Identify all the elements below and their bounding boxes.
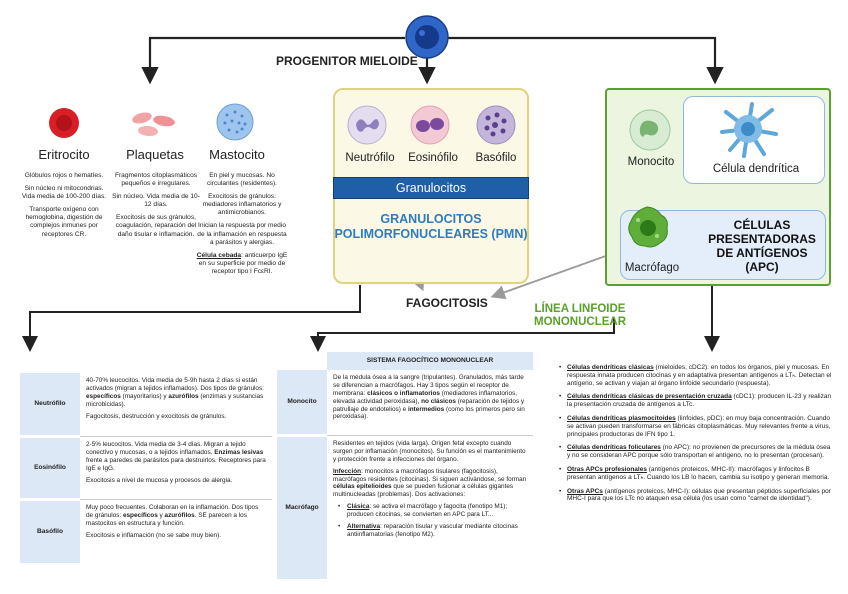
table-row: Basófilo Muy poco frecuentes. Colaboran … xyxy=(20,499,272,563)
apc-title: CÉLULAS PRESENTADORAS DE ANTÍGENOS (APC) xyxy=(708,218,816,274)
table-row: Macrófago Residentes en tejidos (vida la… xyxy=(277,435,533,579)
table-row: Eosinófilo 2-5% leucocitos. Vida media d… xyxy=(20,436,272,501)
basophil-label: Basófilo xyxy=(475,152,517,164)
erythrocyte-title: Eritrocito xyxy=(38,147,90,162)
row-header-macrophage: Macrófago xyxy=(277,435,327,579)
arrow-to-apc xyxy=(447,36,724,85)
progenitor-label: PROGENITOR MIELOIDE xyxy=(276,54,418,68)
platelets-title: Plaquetas xyxy=(126,147,184,162)
row-header-neutrophil: Neutrófilo xyxy=(20,373,80,438)
mononuclear-phagocyte-table: SISTEMA FAGOCÍTICO MONONUCLEAR Monocito … xyxy=(277,352,533,579)
eosinophil-icon xyxy=(410,105,450,145)
mast-cell-title: Mastocito xyxy=(209,147,265,162)
row-header-eosinophil: Eosinófilo xyxy=(20,436,80,501)
eosinophil-label: Eosinófilo xyxy=(408,152,458,164)
dendritic-cell-label: Célula dendrítica xyxy=(712,163,800,175)
row-cell-macrophage: Residentes en tejidos (vida larga). Orig… xyxy=(333,439,527,538)
arrow-to-mid-table xyxy=(310,318,615,352)
list-item: Otras APCs (antígenos proteicos, MHC-I):… xyxy=(559,488,834,504)
basophil-icon xyxy=(476,105,516,145)
table-row: Neutrófilo 40-70% leucocitos. Vida media… xyxy=(20,373,272,438)
row-cell-eosinophil: 2-5% leucocitos. Vida media de 3-4 días.… xyxy=(80,436,272,500)
list-item: Células dendríticas clásicas (mieloides,… xyxy=(559,364,834,387)
row-cell-basophil: Muy poco frecuentes. Colaboran en la inf… xyxy=(86,504,259,539)
pmn-title: GRANULOCITOS POLIMORFONUCLEARES (PMN) xyxy=(334,212,528,241)
granulocytes-table: Neutrófilo 40-70% leucocitos. Vida media… xyxy=(20,373,272,563)
lymphoid-line-label: LÍNEA LINFOIDE MONONUCLEAR xyxy=(534,303,626,328)
arrow-to-erythroid xyxy=(141,36,405,85)
phagocytosis-label: FAGOCITOSIS xyxy=(406,296,488,310)
mast-cell-description: En piel y mucosas. No circulantes (resid… xyxy=(196,172,288,275)
progenitor-cell-icon xyxy=(405,15,449,59)
list-item: Células dendríticas foliculares (no APC)… xyxy=(559,444,834,460)
arrow-to-left-table xyxy=(22,285,361,352)
row-header-basophil: Basófilo xyxy=(20,499,80,563)
erythrocyte-icon xyxy=(49,108,79,138)
table-header: SISTEMA FAGOCÍTICO MONONUCLEAR xyxy=(327,352,533,370)
dendritic-cell-icon xyxy=(720,102,778,158)
list-item: Células dendríticas plasmocitoides (linf… xyxy=(559,415,834,438)
platelets-icon xyxy=(132,112,175,137)
monocyte-label: Monocito xyxy=(627,156,675,168)
granulocytes-bar: Granulocitos xyxy=(333,177,529,199)
row-cell-neutrophil: 40-70% leucocitos. Vida media de 5-9h ha… xyxy=(80,373,272,437)
macrophage-icon xyxy=(628,206,668,248)
erythrocyte-description: Glóbulos rojos o hematíes. Sin núcleo ni… xyxy=(21,172,107,238)
list-item: Otras APCs profesionales (antígenos prot… xyxy=(559,466,834,482)
monocyte-icon xyxy=(629,109,671,151)
table-header-row: SISTEMA FAGOCÍTICO MONONUCLEAR xyxy=(277,352,533,370)
list-item: Células dendríticas clásicas de presenta… xyxy=(559,393,834,409)
macrophage-label: Macrófago xyxy=(624,262,680,274)
neutrophil-icon xyxy=(347,105,387,145)
row-cell-monocyte: De la médula ósea a la sangre (tripulant… xyxy=(327,369,533,436)
platelets-description: Fragmentos citoplasmáticos pequeños e ir… xyxy=(112,172,200,238)
neutrophil-label: Neutrófilo xyxy=(345,152,395,164)
table-row: Monocito De la médula ósea a la sangre (… xyxy=(277,369,533,437)
row-header-monocyte: Monocito xyxy=(277,369,327,437)
mast-cell-icon xyxy=(216,103,254,141)
apc-types-list: Células dendríticas clásicas (mieloides,… xyxy=(559,364,834,509)
